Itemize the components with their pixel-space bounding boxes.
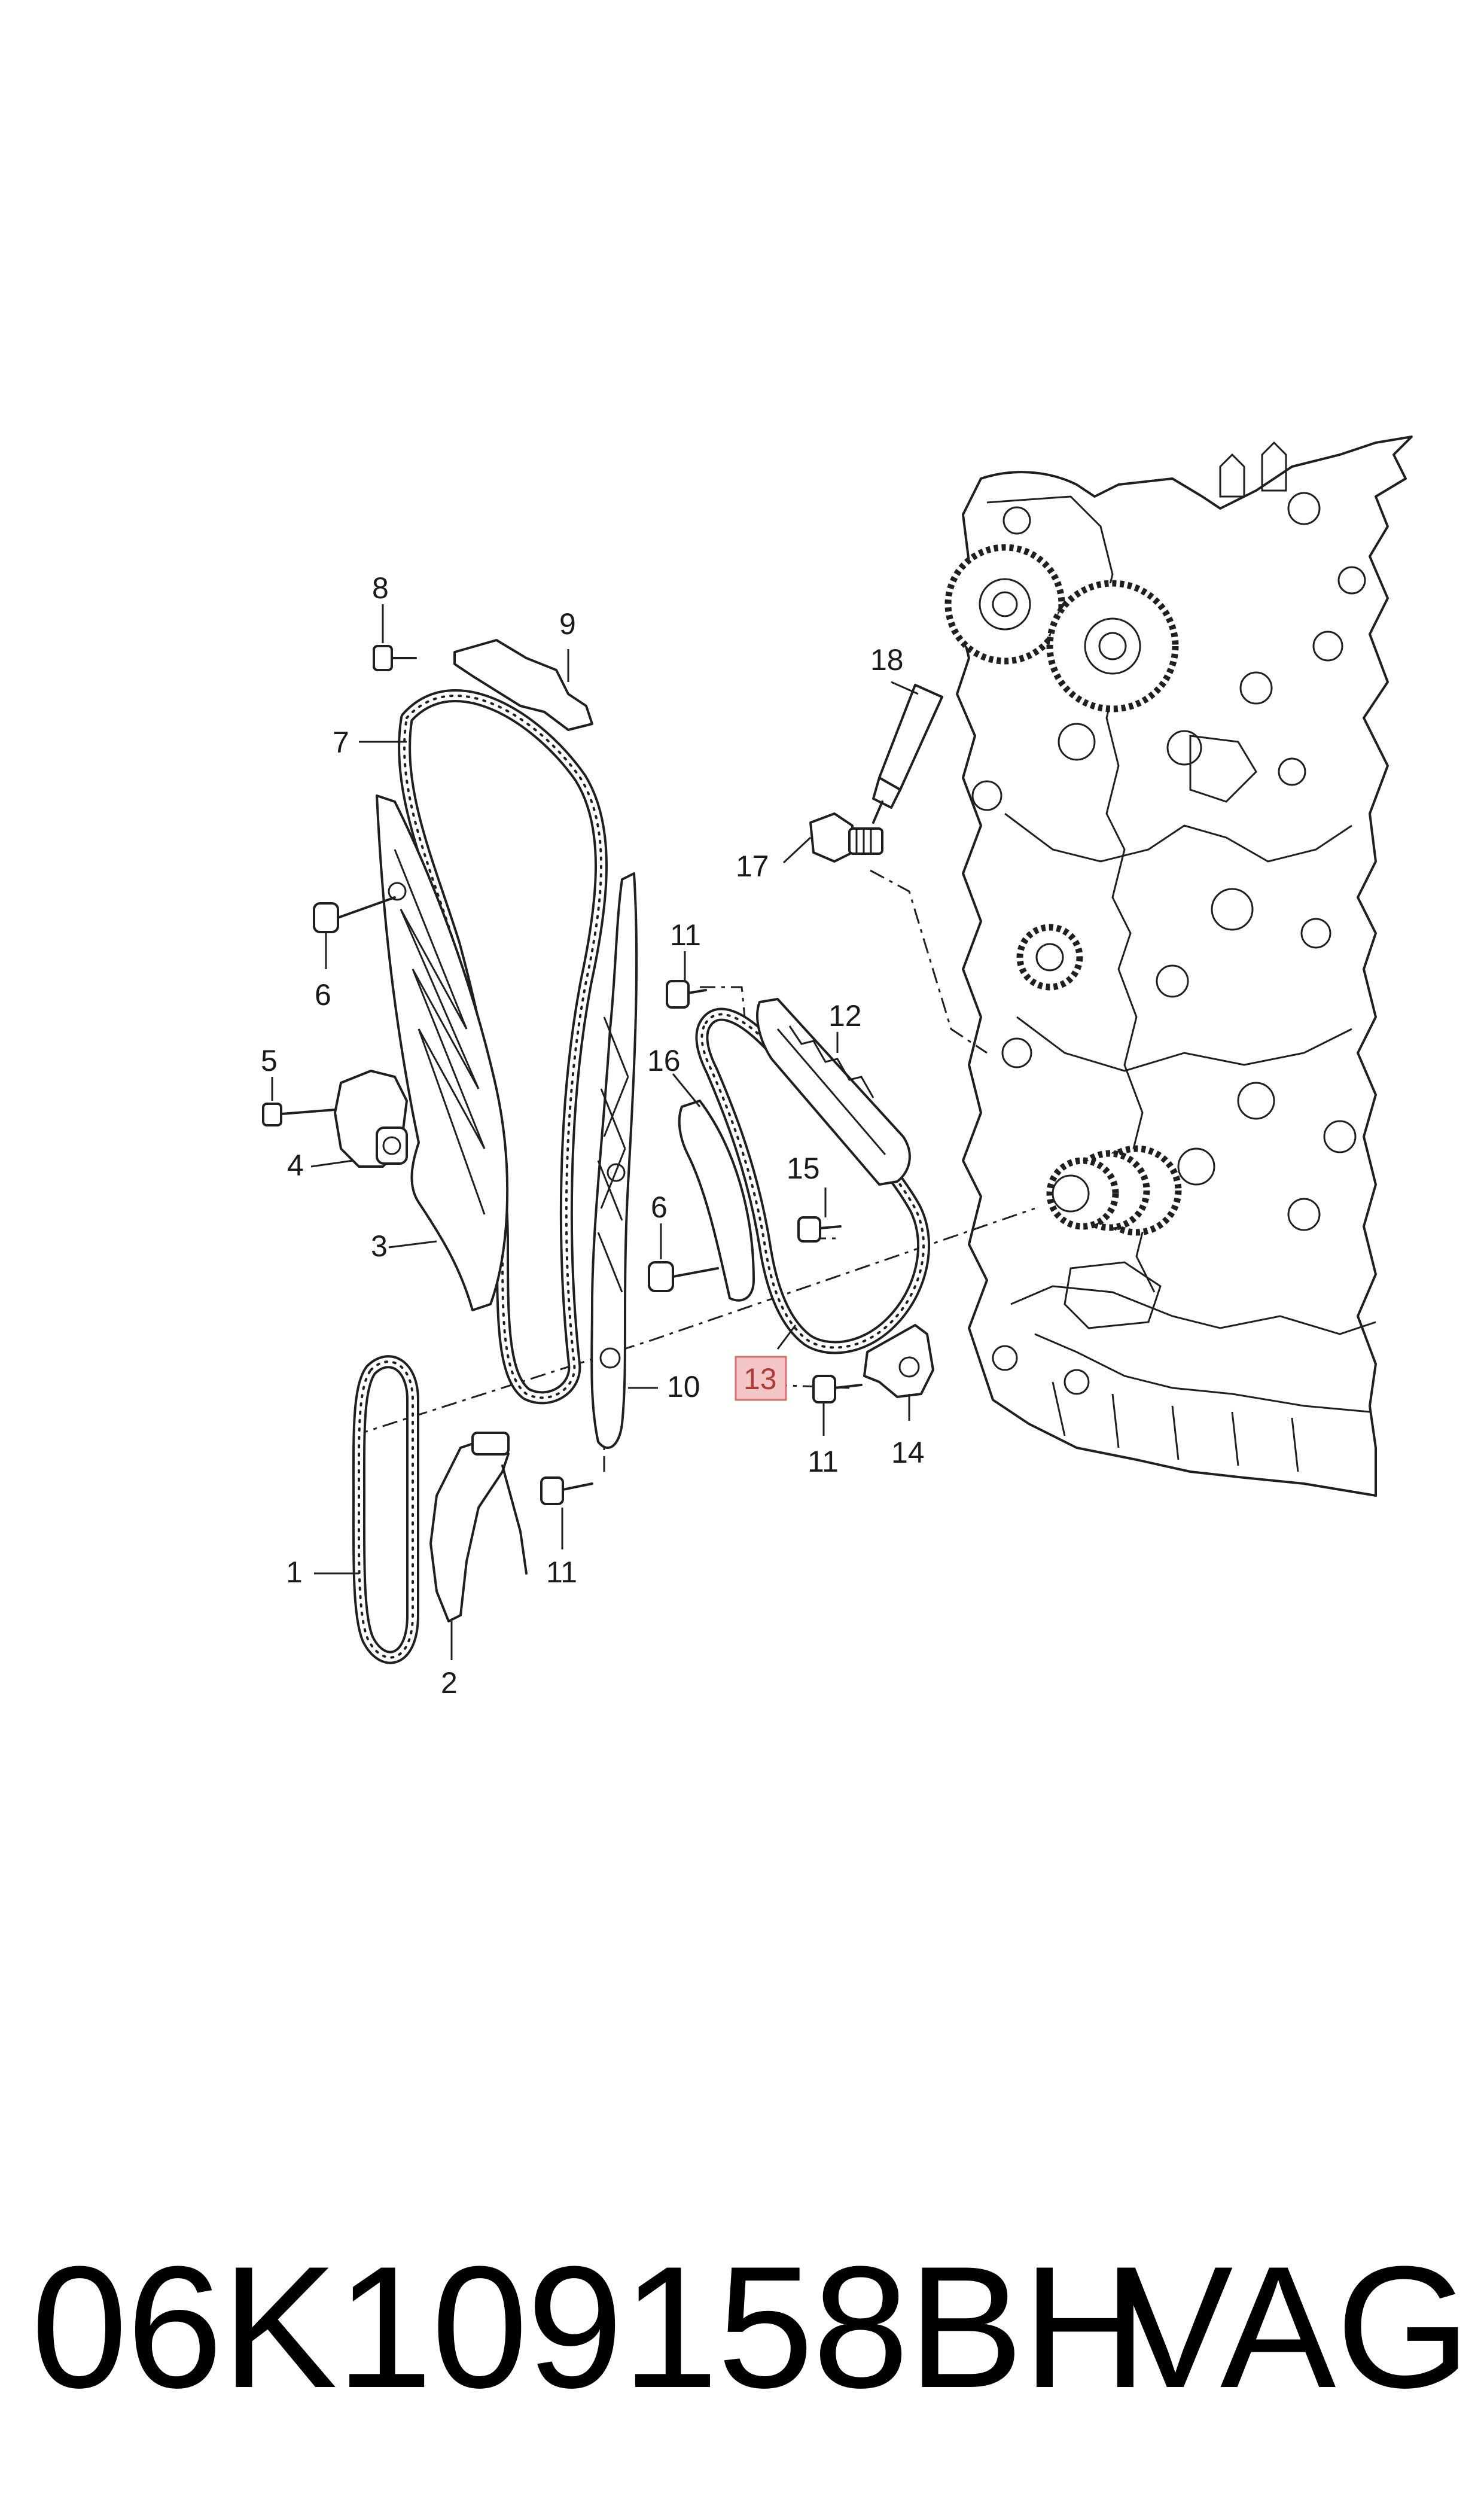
bolt-part-11-top [666, 980, 707, 1009]
threaded-plug-part-17 [809, 812, 883, 863]
callout-3: 3 [371, 1229, 388, 1263]
brand-label: VAG [1117, 2230, 1471, 2424]
callout-labels: 1 2 3 4 5 6 6 7 8 9 10 11 11 11 12 13 14… [261, 571, 925, 1700]
engine-block-illustration [944, 436, 1413, 1497]
lower-chain-tensioner-part-2 [429, 1432, 528, 1622]
sealant-tube-part-18 [872, 684, 943, 824]
bolt-part-5 [262, 1103, 336, 1126]
callout-13-highlight-box [735, 1356, 787, 1401]
callout-4: 4 [287, 1149, 304, 1182]
callout-14: 14 [891, 1436, 925, 1469]
callout-11-lower-right: 11 [807, 1445, 839, 1478]
callout-11-lower-left: 11 [546, 1555, 577, 1589]
callout-18: 18 [870, 643, 904, 677]
callout-5: 5 [261, 1044, 278, 1077]
guide-rail-part-12 [756, 998, 911, 1186]
bracket-part-14 [863, 1324, 934, 1398]
callout-15: 15 [787, 1152, 820, 1185]
callout-10: 10 [667, 1370, 700, 1403]
bolt-part-8 [373, 645, 417, 671]
leader-lines [271, 604, 919, 1660]
callout-1: 1 [286, 1555, 303, 1589]
bolt-part-6-lower [648, 1261, 719, 1292]
callout-12: 12 [828, 999, 862, 1033]
bolt-part-11-lower-left [540, 1476, 593, 1505]
callout-17: 17 [736, 850, 769, 883]
callout-2: 2 [441, 1666, 458, 1700]
bolt-part-11-lower-right [812, 1375, 863, 1403]
chain-tensioner-part-4 [334, 1070, 408, 1168]
bolt-part-6-upper [313, 896, 396, 933]
part-number: 06K109158BH [31, 2230, 1148, 2424]
tensioning-rail-part-3 [376, 794, 509, 1311]
guide-rail-part-16 [678, 1100, 755, 1302]
bolt-part-15 [797, 1216, 842, 1243]
callout-8: 8 [372, 571, 389, 605]
callout-13: 13 [743, 1362, 777, 1396]
callout-6-upper: 6 [315, 978, 331, 1012]
oil-pump-chain-part-1 [352, 1355, 419, 1664]
slide-rail-part-9 [453, 639, 593, 731]
callout-16: 16 [647, 1044, 681, 1077]
callout-9: 9 [559, 607, 576, 641]
footer: 06K109158BH VAG [0, 2225, 1484, 2429]
callout-7: 7 [333, 726, 349, 759]
callout-6-lower: 6 [651, 1191, 668, 1224]
slide-rail-part-10 [590, 872, 638, 1449]
callout-11-top: 11 [670, 918, 701, 952]
bolts [262, 645, 863, 1505]
